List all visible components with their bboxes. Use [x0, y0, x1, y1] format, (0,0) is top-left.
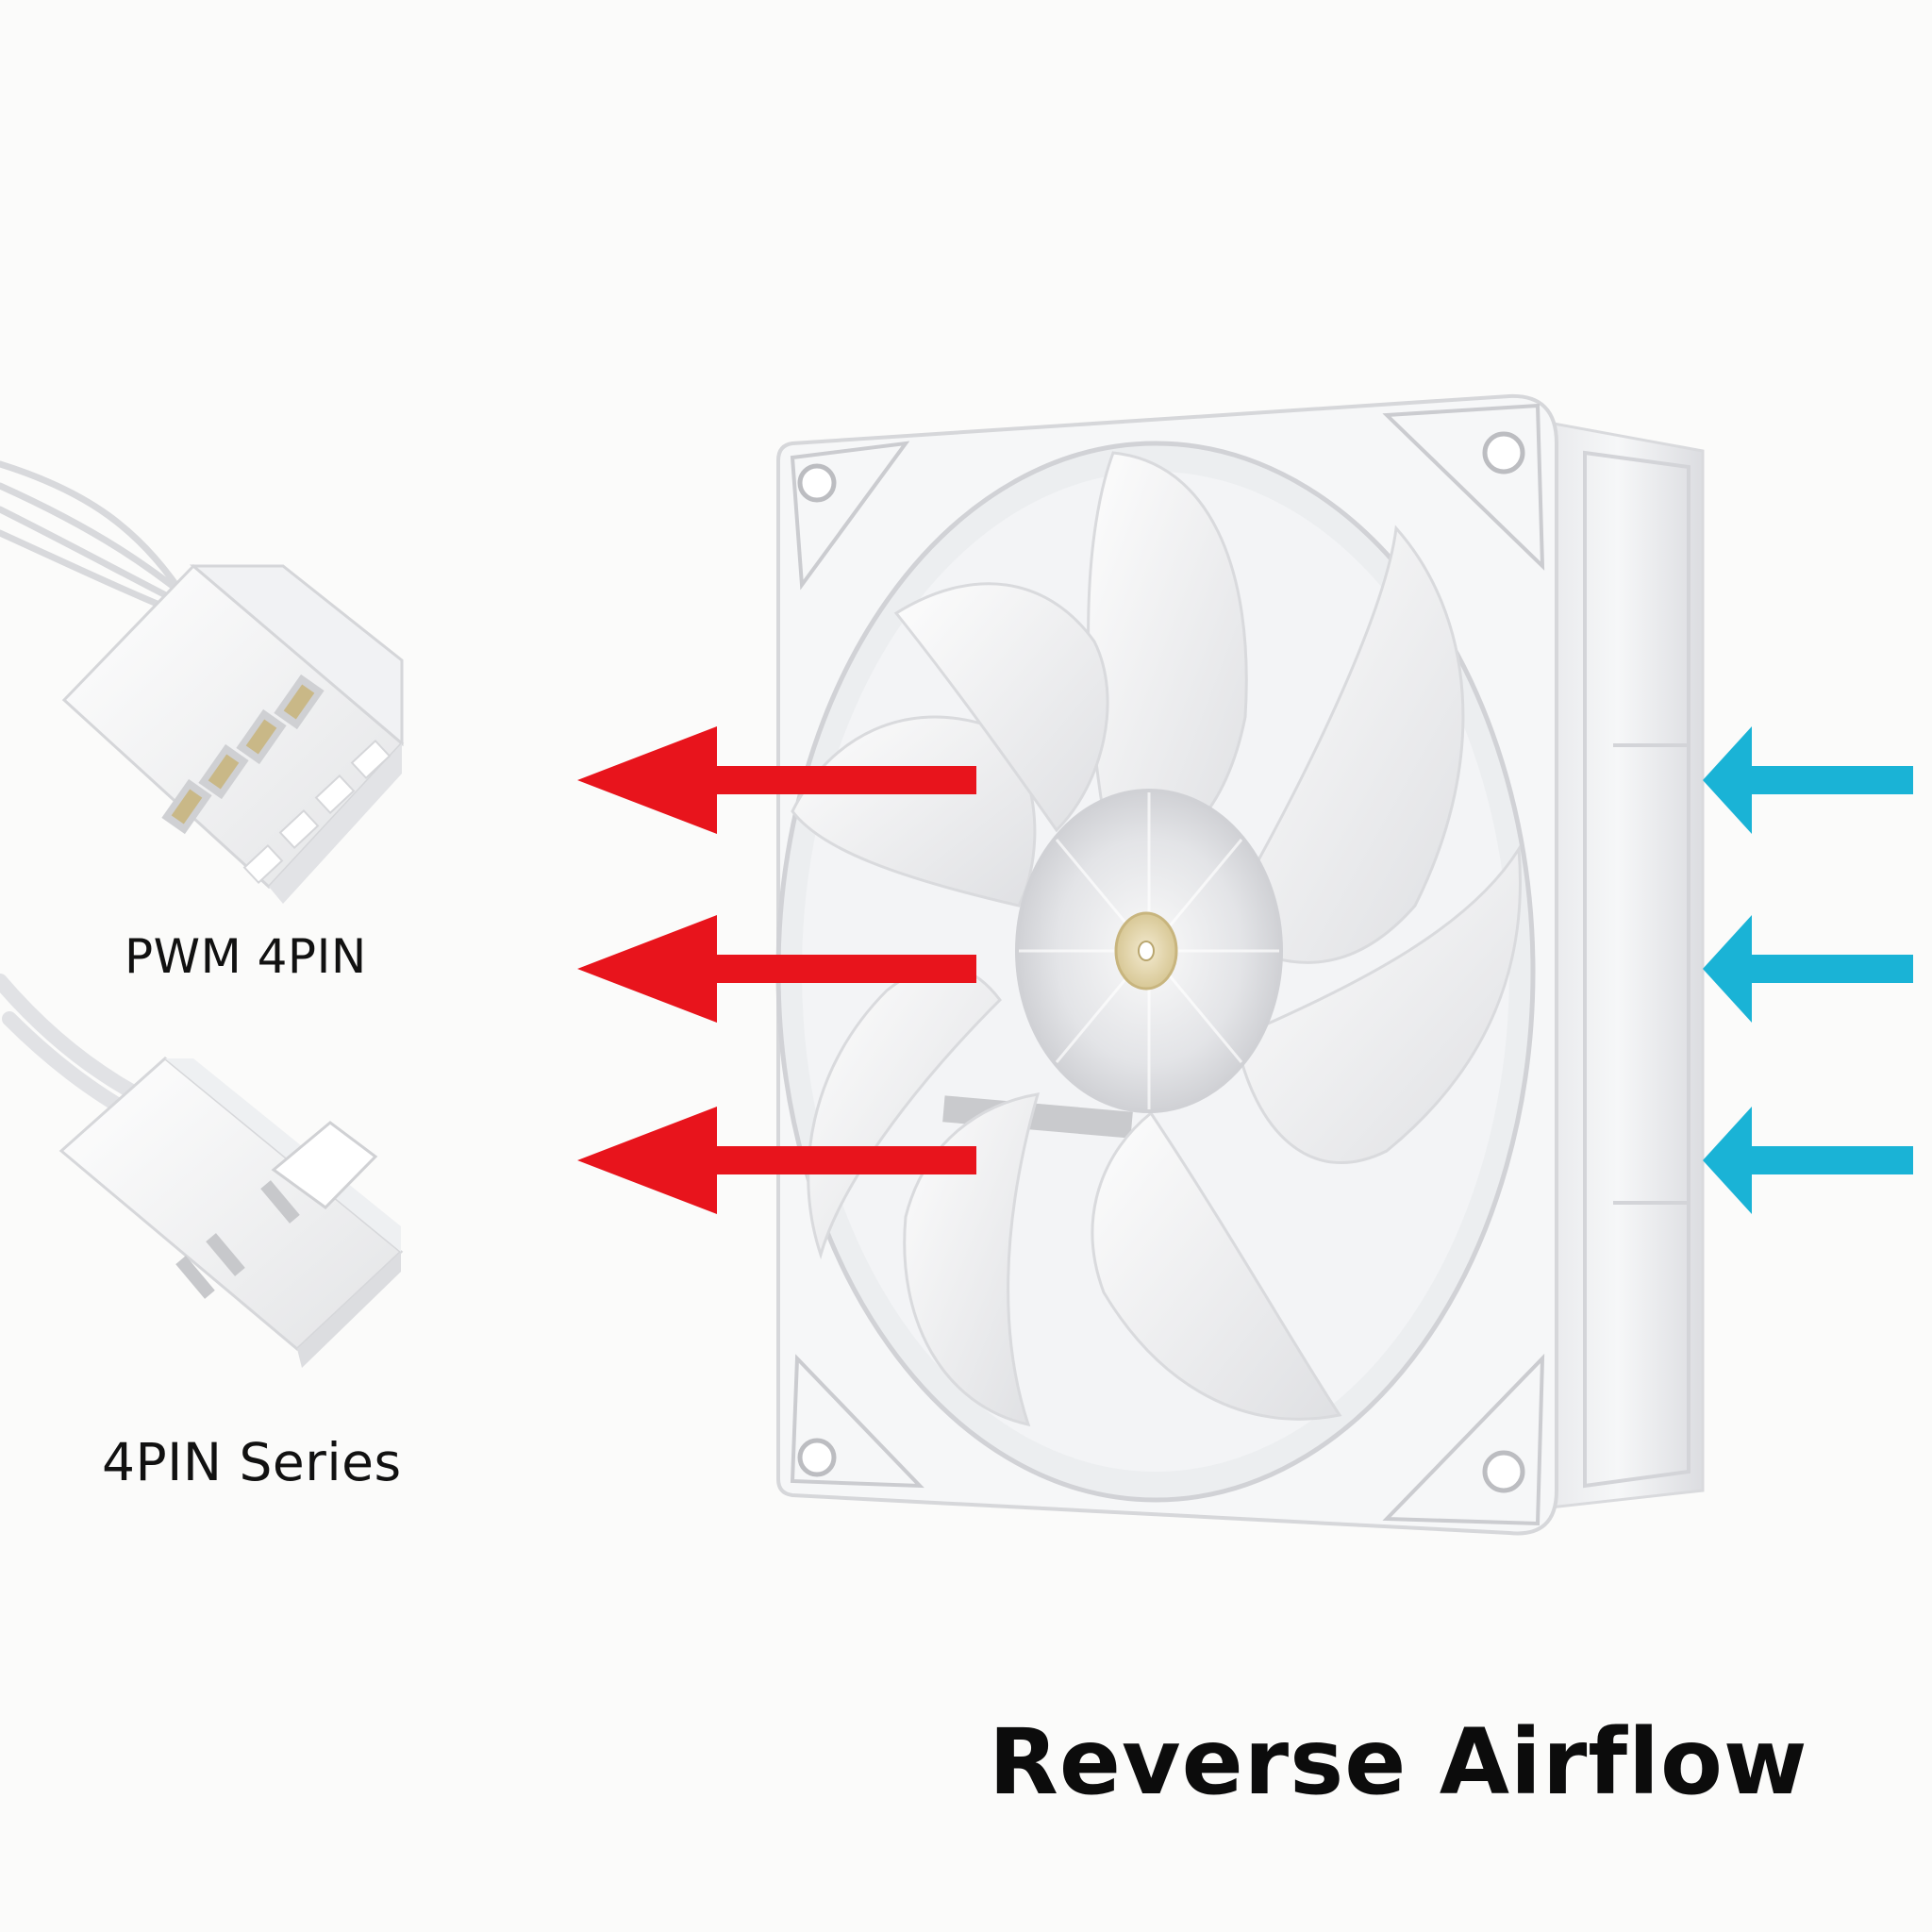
intake-arrow-icon — [1703, 915, 1913, 1023]
pwm-4pin-connector-icon — [0, 460, 405, 904]
exhaust-arrow-icon — [577, 915, 976, 1023]
cooling-fan-icon — [775, 393, 1705, 1536]
intake-arrow-icon — [1703, 726, 1913, 834]
pwm-4pin-label: PWM 4PIN — [125, 929, 367, 984]
4pin-series-connector-icon — [0, 974, 404, 1368]
intake-arrow-icon — [1703, 1107, 1913, 1214]
exhaust-arrow-icon — [577, 726, 976, 834]
4pin-series-label: 4PIN Series — [102, 1432, 402, 1492]
intake-arrows — [1703, 726, 1913, 1214]
exhaust-arrow-icon — [577, 1107, 976, 1214]
exhaust-arrows — [577, 726, 976, 1214]
reverse-airflow-title: Reverse Airflow — [989, 1709, 1808, 1815]
